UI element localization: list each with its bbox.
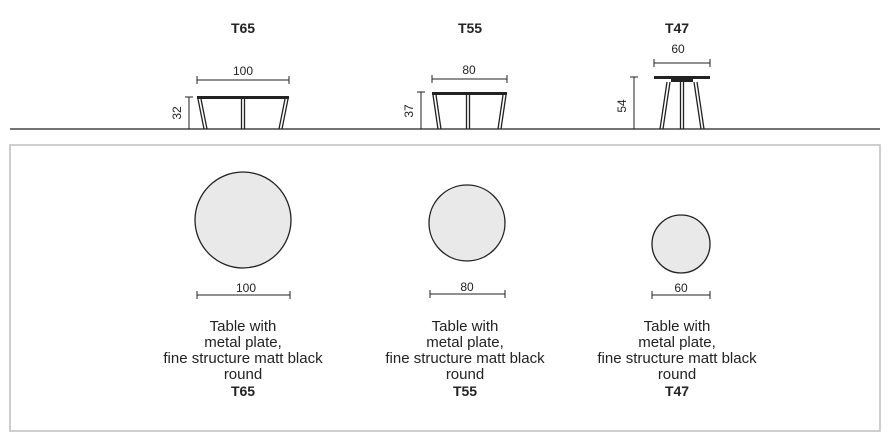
- elevation-t47: 60 54: [615, 42, 711, 130]
- t65-caption-line4: round: [223, 366, 263, 383]
- t47-width-label: 60: [671, 42, 685, 56]
- t55-caption-line2: metal plate,: [426, 334, 504, 351]
- t47-caption: Table with metal plate, fine structure m…: [562, 318, 792, 400]
- t55-title: T55: [457, 20, 483, 36]
- elevation-t55: 80 37: [402, 63, 508, 130]
- t55-caption-line4: round: [445, 366, 485, 383]
- t55-height-label: 37: [402, 104, 416, 118]
- t65-diameter-dim: 100: [196, 281, 291, 299]
- t47-caption-line1: Table with: [643, 318, 711, 335]
- t55-width-label: 80: [462, 63, 476, 77]
- t47-caption-line3: fine structure matt black: [597, 350, 757, 367]
- t47-caption-line4: round: [657, 366, 697, 383]
- elevation-t65: 100 32: [170, 64, 290, 130]
- t65-top-circle: [194, 171, 292, 269]
- t65-diameter-label: 100: [236, 281, 256, 295]
- plan-panel: [9, 144, 881, 432]
- t65-caption-line2: metal plate,: [204, 334, 282, 351]
- t55-top-circle: [428, 184, 506, 262]
- t65-caption: Table with metal plate, fine structure m…: [128, 318, 358, 400]
- t55-diameter-dim: 80: [429, 280, 506, 298]
- t55-caption-line1: Table with: [431, 318, 499, 335]
- t65-title: T65: [230, 20, 256, 36]
- t65-width-label: 100: [233, 64, 253, 78]
- t47-height-label: 54: [615, 99, 629, 113]
- t65-caption-line1: Table with: [209, 318, 277, 335]
- t65-caption-line3: fine structure matt black: [163, 350, 323, 367]
- t65-height-label: 32: [170, 106, 184, 120]
- t47-diameter-label: 60: [674, 281, 688, 295]
- t65-caption-model: T65: [230, 383, 256, 399]
- t55-diameter-label: 80: [460, 280, 474, 294]
- t47-diameter-dim: 60: [651, 281, 711, 299]
- t55-caption-model: T55: [452, 383, 478, 399]
- t55-caption: Table with metal plate, fine structure m…: [350, 318, 580, 400]
- t55-caption-line3: fine structure matt black: [385, 350, 545, 367]
- t47-top-circle: [651, 214, 711, 274]
- t47-caption-model: T47: [664, 383, 690, 399]
- t47-caption-line2: metal plate,: [638, 334, 716, 351]
- t47-title: T47: [664, 20, 690, 36]
